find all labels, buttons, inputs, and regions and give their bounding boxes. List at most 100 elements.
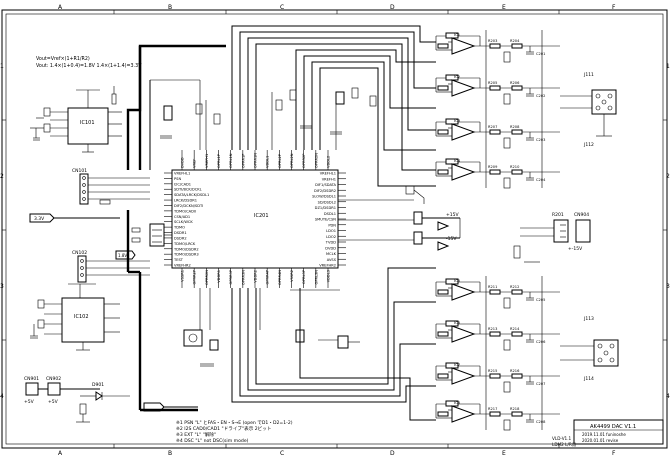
cn902-label: CN902: [46, 376, 61, 382]
capacitor-label: C201: [536, 52, 545, 56]
output-resistor: [489, 289, 501, 295]
ic-pin-label: DSDR1: [174, 231, 187, 235]
ic-pin-label: DIF2/DCKN/SDTI: [174, 204, 203, 208]
output-resistor: [489, 129, 501, 135]
row-marker-left: 1: [0, 63, 4, 70]
row-marker-left: 4: [0, 393, 4, 400]
crystal-block: [131, 223, 172, 247]
ic-pin-label: OPRR2N: [205, 270, 209, 285]
ic-pin-label: TEST: [173, 258, 184, 262]
ic-pin-label: TDMO/LRCK: [173, 242, 196, 246]
opamp-symbol: [451, 123, 476, 141]
resistor-label: R211: [488, 285, 497, 289]
resistor-label: R210: [510, 165, 520, 169]
resistor-label: R214: [510, 327, 520, 331]
row-marker-right: 2: [666, 173, 670, 180]
opamp-symbol: [451, 163, 476, 181]
ic-pin-label: VDDR2: [254, 270, 258, 283]
ic-pin-label: DZ1/DSDR1: [315, 206, 336, 210]
cn903-label: R201: [552, 212, 564, 218]
output-resistor: [489, 43, 501, 49]
resistor-label: R212: [510, 285, 519, 289]
input-resistor: [437, 411, 449, 417]
power-rail-3v3: 3.3V: [29, 213, 120, 223]
col-marker-top: C: [280, 4, 284, 11]
vout-values: Vout: 1.4×(1+0.4)=1.8V 1.4×(1+1.4)=3.3V: [36, 63, 142, 69]
opamp-label: IC4: [454, 158, 461, 163]
opamp-symbol: [451, 405, 476, 423]
resistor-label: R209: [488, 165, 498, 169]
ic-pin-label: I2C/CAD1: [174, 182, 191, 186]
ic-pin-label: OPRL1N: [229, 153, 233, 168]
capacitor-label: C202: [536, 94, 545, 98]
ic-pin-label: OPRL1P: [217, 153, 221, 168]
ic-pin-label: SDTI/BCK/DCKL: [174, 188, 202, 192]
ic-left-pins: VREFHL1PSNI2C/CAD1SDTI/BCK/DCKLSDATA/LRC…: [164, 172, 209, 268]
power-input-block: CN901 CN902 +5V +5V D901: [24, 376, 198, 423]
col-marker-top: E: [502, 4, 506, 11]
ic-pin-label: OPRR2N: [314, 153, 318, 168]
ic-pin-label: DIF2/DSDR2: [314, 189, 336, 193]
ic-pin-label: LDO1: [326, 229, 336, 233]
ic-pin-label: SCLK/WCK: [174, 220, 193, 224]
schematic-title: AK4499 DAC V1.1: [590, 424, 636, 430]
bypass-cap: [503, 381, 511, 393]
opamp-label: IC6: [454, 320, 461, 325]
output-resistor: [511, 169, 523, 175]
j111-label: J111: [583, 72, 594, 78]
col-marker-top: B: [168, 4, 172, 11]
col-marker-bottom: D: [390, 450, 395, 457]
ic-pin-label: VREFHR2: [174, 264, 191, 268]
resistor-label: R215: [488, 369, 497, 373]
ic-pin-label: CSN/AD1: [174, 215, 190, 219]
input-resistor: [437, 43, 449, 49]
j112-label: J112: [583, 142, 594, 148]
input-resistor: [437, 85, 449, 91]
bypass-cap: [503, 419, 511, 431]
ic-pin-label: OPRR3N: [241, 270, 245, 285]
ic-pin-label: OPRL3N: [314, 270, 318, 285]
sheet-tag: LDM2 L/R用: [552, 442, 576, 448]
row-marker-right: 4: [666, 393, 670, 400]
ic-pin-label: OPRR3P: [229, 269, 233, 284]
ic-pin-label: TDMO/CAD0: [173, 209, 197, 213]
ic-pin-label: VREFHR2: [319, 264, 336, 268]
col-marker-top: A: [58, 4, 63, 11]
capacitor-label: C203: [536, 138, 545, 142]
rail-3v3-label: 3.3V: [34, 216, 45, 222]
ic-pin-label: OPRR1N: [254, 153, 258, 168]
title-block: AK4499 DAC V1.1 VLD-V1.1 LDM2 L/R用 2019.…: [552, 419, 664, 448]
footnote: ※4 DSC "L" not DSC(sim mode): [176, 438, 249, 444]
resistor-label: R204: [510, 39, 520, 43]
resistor-label: R208: [510, 125, 520, 129]
ic-pin-label: VSSR1: [181, 270, 185, 282]
row-marker-left: 2: [0, 173, 4, 180]
decoupling-parts-bottom: [183, 288, 360, 367]
revision-date: 2019.11.01 funinoshe: [582, 432, 626, 437]
ic-pin-label: VDDL1: [266, 156, 270, 168]
col-marker-top: F: [612, 4, 616, 11]
signal-bus-top: [126, 25, 436, 412]
opamp-symbol: [451, 79, 476, 97]
resistor-label: R203: [488, 39, 497, 43]
regulator-ic-bottom: IC102: [30, 283, 120, 351]
pos15-label: +15V: [446, 212, 459, 218]
neg15-label: -15V: [446, 236, 457, 242]
ic-pin-label: DSDR2: [174, 236, 187, 240]
opamp-label: IC8: [454, 400, 461, 405]
opamp-symbol: [451, 367, 476, 385]
ic-pin-label: TVDD: [325, 241, 336, 245]
dc-power-jack: R201 CN904 +-15V: [513, 212, 591, 263]
cn901-label: CN901: [24, 376, 39, 382]
vout-formula: Vout=Vref×(1+R1/R2): [36, 56, 90, 62]
ic-pin-label: LDO2: [326, 235, 336, 239]
output-resistor: [511, 289, 523, 295]
diode-label: D901: [92, 382, 104, 388]
ic-pin-label: OPRL2P: [278, 153, 282, 168]
input-connector: CN101: [72, 168, 150, 205]
output-resistor: [511, 129, 523, 135]
col-marker-bottom: B: [168, 450, 172, 457]
